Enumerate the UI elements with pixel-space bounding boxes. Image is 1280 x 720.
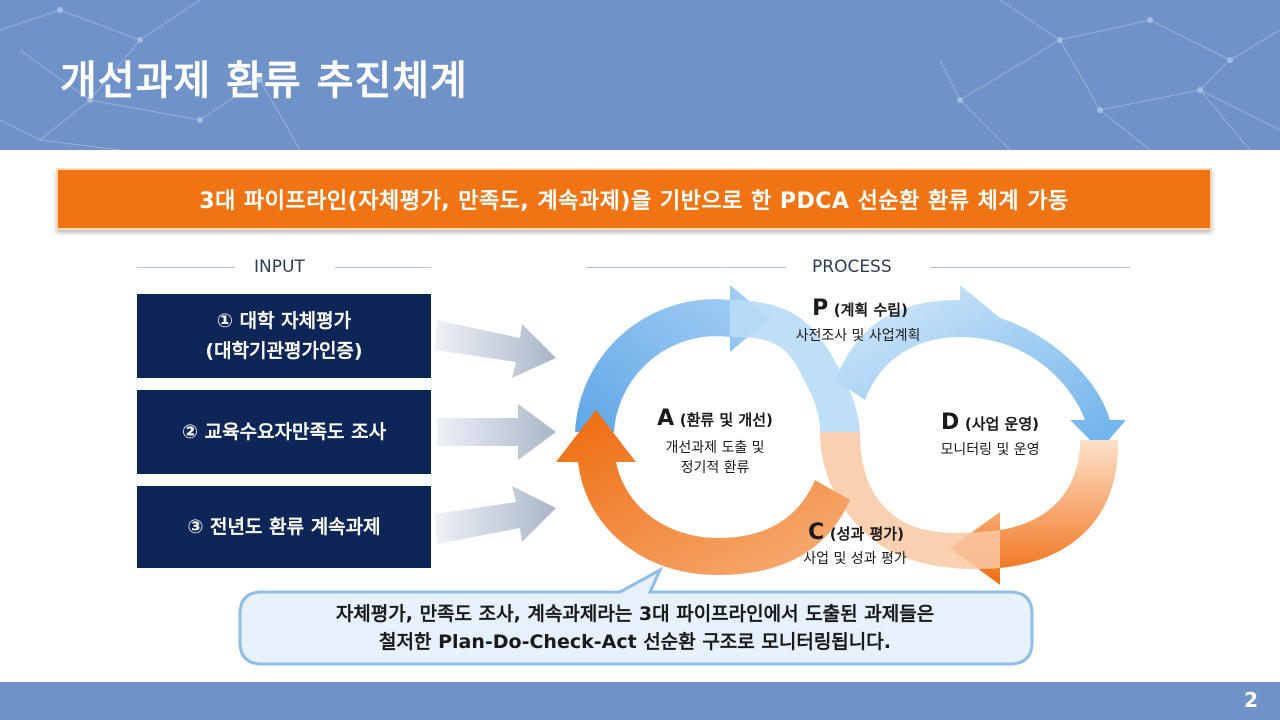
input-1-line2: (대학기관평가인증) [205, 340, 363, 362]
do-label: (사업 운영) [964, 415, 1039, 433]
input-3-line1: ③ 전년도 환류 계속과제 [187, 516, 381, 538]
plan-desc: 사전조사 및 사업계획 [795, 328, 921, 344]
do-title: D (사업 운영) [910, 410, 1070, 435]
input-arrow-1 [435, 320, 556, 378]
input-divider-left [137, 267, 235, 268]
slide-header: 개선과제 환류 추진체계 [0, 0, 1280, 150]
cycle-arc-act-to-plan [575, 285, 770, 432]
input-divider-right [335, 267, 431, 268]
input-arrow-2 [437, 404, 556, 460]
callout-line2: 철저한 Plan-Do-Check-Act 선순환 구조로 모니터링됩니다. [379, 631, 891, 653]
input-box-self-evaluation: ① 대학 자체평가 (대학기관평가인증) [137, 294, 431, 378]
check-desc: 사업 및 성과 평가 [803, 551, 907, 567]
cycle-arc-plan-to-do [835, 285, 1126, 450]
act-letter: A [657, 406, 675, 431]
callout-text: 자체평가, 만족도 조사, 계속과제라는 3대 파이프라인에서 도출된 과제들은… [250, 600, 1020, 656]
network-pattern [0, 0, 1280, 150]
process-divider-right [930, 267, 1130, 268]
act-title: A (환류 및 개선) [620, 406, 810, 431]
callout-line1: 자체평가, 만족도 조사, 계속과제라는 3대 파이프라인에서 도출된 과제들은 [335, 603, 935, 625]
do-desc: 모니터링 및 운영 [940, 442, 1040, 458]
cycle-band-plan-to-do [730, 300, 860, 432]
check-label: (성과 평가) [829, 525, 904, 543]
input-2-line1: ② 교육수요자만족도 조사 [181, 421, 387, 443]
input-box-continuing-tasks: ③ 전년도 환류 계속과제 [137, 486, 431, 568]
input-arrow-3 [435, 486, 556, 544]
plan-title: P (계획 수립) [790, 296, 930, 321]
plan-label: (계획 수립) [833, 301, 908, 319]
input-label: INPUT [254, 257, 305, 277]
plan-letter: P [812, 296, 829, 321]
callout-bubble [238, 566, 1034, 666]
input-1-line1: ① 대학 자체평가 [216, 310, 352, 332]
do-letter: D [941, 410, 960, 435]
input-box-satisfaction-survey: ② 교육수요자만족도 조사 [137, 390, 431, 474]
check-title: C (성과 평가) [786, 520, 926, 545]
cycle-band-check [820, 432, 1000, 570]
page-title: 개선과제 환류 추진체계 [60, 58, 468, 104]
act-desc-line2: 정기적 환류 [680, 460, 750, 476]
act-desc: 개선과제 도출 및 정기적 환류 [640, 438, 790, 478]
act-desc-line1: 개선과제 도출 및 [665, 440, 765, 456]
process-label: PROCESS [812, 257, 892, 277]
page-number: 2 [1244, 688, 1258, 712]
check-letter: C [808, 520, 825, 545]
slide-footer: 2 [0, 682, 1280, 720]
headline-banner: 3대 파이프라인(자체평가, 만족도, 계속과제)을 기반으로 한 PDCA 선… [56, 168, 1212, 230]
process-divider-left [586, 267, 786, 268]
cycle-arc-check-to-act [556, 410, 850, 575]
act-label: (환류 및 개선) [679, 411, 773, 429]
banner-text: 3대 파이프라인(자체평가, 만족도, 계속과제)을 기반으로 한 PDCA 선… [199, 189, 1069, 214]
